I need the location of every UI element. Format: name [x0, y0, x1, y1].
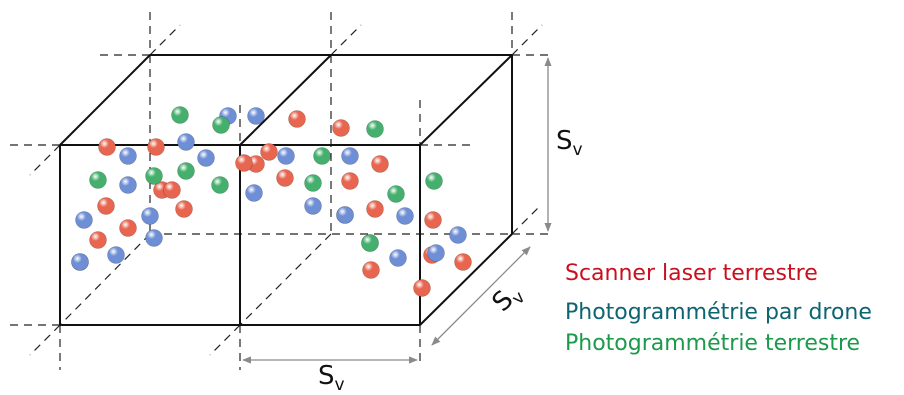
sphere-red	[362, 261, 380, 279]
sphere-blue	[245, 184, 263, 202]
sphere-blue	[119, 147, 137, 165]
sphere-red	[341, 172, 359, 190]
sphere-green	[177, 162, 195, 180]
sv-bottom-sub: v	[334, 375, 345, 395]
sphere-red	[175, 200, 193, 218]
sphere-red	[89, 231, 107, 249]
sphere-red	[147, 138, 165, 156]
sphere-red	[276, 169, 294, 187]
sphere-red	[119, 219, 137, 237]
sv-right-sub: v	[572, 140, 583, 160]
sphere-blue	[145, 229, 163, 247]
sphere-red	[366, 200, 384, 218]
sv-right-label: Sv	[556, 128, 583, 159]
sphere-blue	[341, 147, 359, 165]
sphere-red	[413, 279, 431, 297]
sphere-green	[145, 167, 163, 185]
sphere-red	[260, 143, 278, 161]
sphere-green	[211, 176, 229, 194]
point-cloud-spheres	[71, 106, 472, 297]
dimension-arrows	[242, 57, 552, 364]
sphere-blue	[427, 244, 445, 262]
sphere-blue	[71, 253, 89, 271]
sv-depth-arrow	[431, 246, 531, 346]
sphere-blue	[197, 149, 215, 167]
sphere-red	[454, 253, 472, 271]
sphere-blue	[119, 176, 137, 194]
sphere-green	[313, 147, 331, 165]
sphere-red	[424, 211, 442, 229]
legend-photogrammetrie-terrestre: Photogrammétrie terrestre	[565, 331, 861, 356]
sphere-blue	[277, 147, 295, 165]
sphere-blue	[389, 249, 407, 267]
sphere-blue	[449, 226, 467, 244]
sphere-red	[163, 181, 181, 199]
sphere-red	[288, 110, 306, 128]
sphere-blue	[107, 246, 125, 264]
sphere-blue	[396, 207, 414, 225]
sphere-red	[98, 138, 116, 156]
sphere-green	[304, 174, 322, 192]
dashed-guides	[10, 12, 550, 370]
sphere-blue	[336, 206, 354, 224]
sphere-green	[361, 234, 379, 252]
sphere-blue	[141, 207, 159, 225]
sphere-green	[212, 116, 230, 134]
sphere-green	[366, 120, 384, 138]
sphere-red	[332, 119, 350, 137]
sv-right-main: S	[556, 126, 573, 156]
sphere-blue	[247, 107, 265, 125]
sphere-green	[425, 172, 443, 190]
sphere-red	[371, 155, 389, 173]
sphere-blue	[75, 211, 93, 229]
sv-bottom-main: S	[318, 361, 335, 391]
legend-photogrammetrie-drone: Photogrammétrie par drone	[565, 300, 872, 325]
sphere-blue	[304, 197, 322, 215]
sphere-green	[171, 106, 189, 124]
legend-scanner-laser: Scanner laser terrestre	[565, 261, 818, 286]
sv-bottom-label: Sv	[318, 363, 345, 394]
sphere-red	[235, 154, 253, 172]
sphere-green	[89, 171, 107, 189]
sphere-green	[387, 185, 405, 203]
sphere-red	[97, 197, 115, 215]
sphere-blue	[177, 133, 195, 151]
